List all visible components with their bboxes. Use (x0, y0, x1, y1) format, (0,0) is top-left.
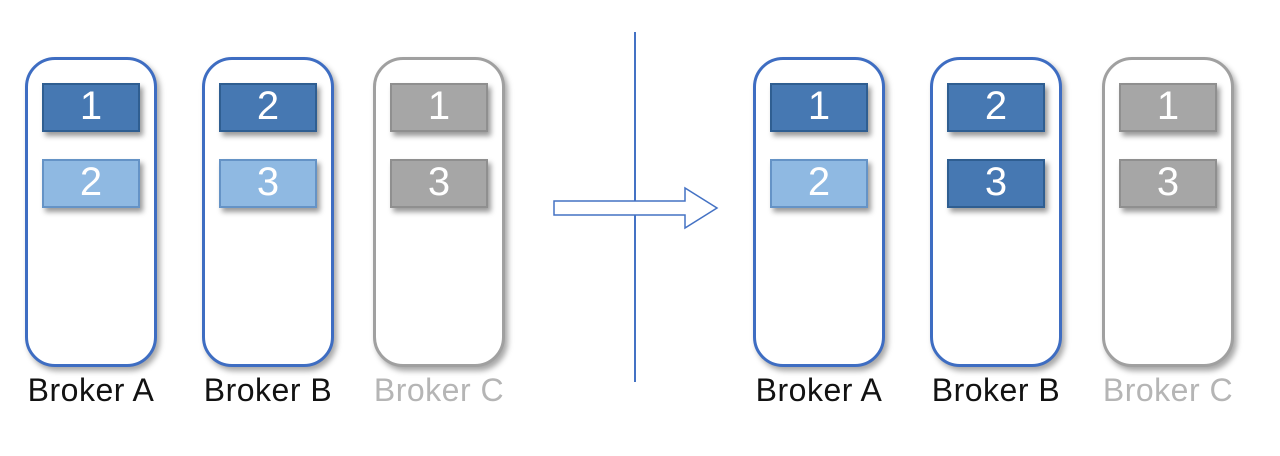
broker-b-before-label: Broker B (203, 372, 333, 408)
partition-number: 2 (256, 84, 280, 128)
partition-box: 1 (42, 83, 140, 132)
partition-box: 3 (947, 159, 1045, 208)
broker-c-after: 1 3 (1102, 57, 1234, 367)
broker-a-before: 1 2 (25, 57, 157, 367)
partition-number: 3 (984, 160, 1008, 204)
broker-a-after: 1 2 (753, 57, 885, 367)
partition-number: 2 (984, 84, 1008, 128)
broker-b-after-label: Broker B (931, 372, 1061, 408)
partition-number: 3 (427, 160, 451, 204)
partition-number: 1 (1156, 84, 1180, 128)
partition-box: 1 (770, 83, 868, 132)
broker-b-after: 2 3 (930, 57, 1062, 367)
partition-box: 2 (947, 83, 1045, 132)
broker-a-before-label: Broker A (27, 372, 155, 408)
partition-box: 2 (770, 159, 868, 208)
partition-box: 3 (219, 159, 317, 208)
transition-right-arrow-icon (553, 186, 719, 230)
partition-number: 1 (427, 84, 451, 128)
broker-c-after-label: Broker C (1102, 372, 1234, 408)
broker-a-after-label: Broker A (755, 372, 883, 408)
partition-box: 1 (390, 83, 488, 132)
partition-box: 3 (1119, 159, 1217, 208)
partition-number: 1 (807, 84, 831, 128)
partition-number: 2 (807, 160, 831, 204)
broker-c-before-label: Broker C (373, 372, 505, 408)
partition-box: 2 (42, 159, 140, 208)
partition-number: 2 (79, 160, 103, 204)
partition-box: 2 (219, 83, 317, 132)
partition-number: 3 (256, 160, 280, 204)
partition-box: 3 (390, 159, 488, 208)
partition-number: 1 (79, 84, 103, 128)
partition-number: 3 (1156, 160, 1180, 204)
partition-box: 1 (1119, 83, 1217, 132)
broker-b-before: 2 3 (202, 57, 334, 367)
broker-c-before: 1 3 (373, 57, 505, 367)
